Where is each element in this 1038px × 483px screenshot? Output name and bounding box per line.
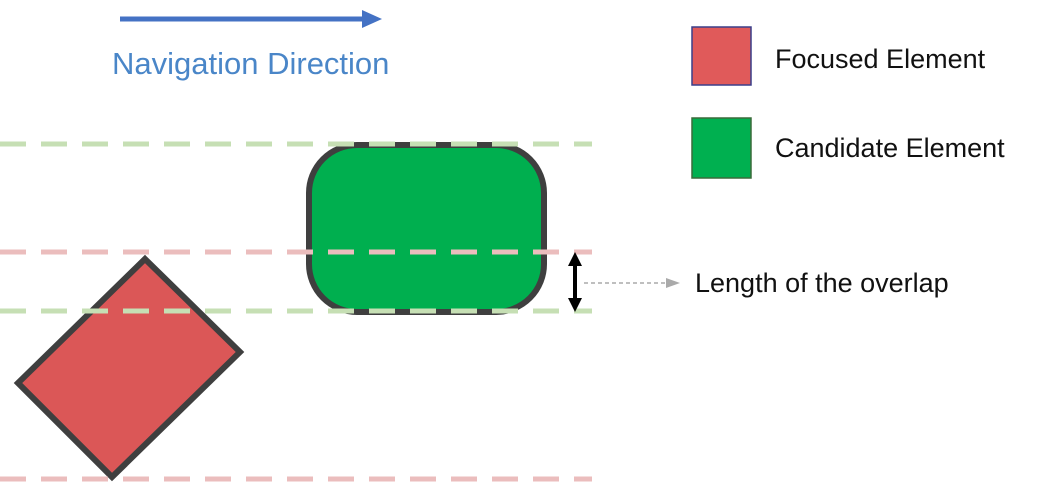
legend: Focused Element Candidate Element (691, 26, 1005, 179)
legend-candidate-swatch (691, 117, 752, 179)
overlap-length-label: Length of the overlap (695, 268, 949, 298)
overlap-length-arrow (568, 252, 582, 312)
legend-candidate-label: Candidate Element (775, 133, 1005, 163)
focused-element (13, 254, 245, 482)
legend-focused-swatch (691, 26, 752, 86)
navigation-arrow (120, 10, 382, 28)
candidate-element (306, 142, 547, 315)
legend-focused-label: Focused Element (775, 44, 986, 74)
overlap-pointer-arrow (584, 278, 680, 288)
navigation-direction-label: Navigation Direction (112, 46, 389, 81)
